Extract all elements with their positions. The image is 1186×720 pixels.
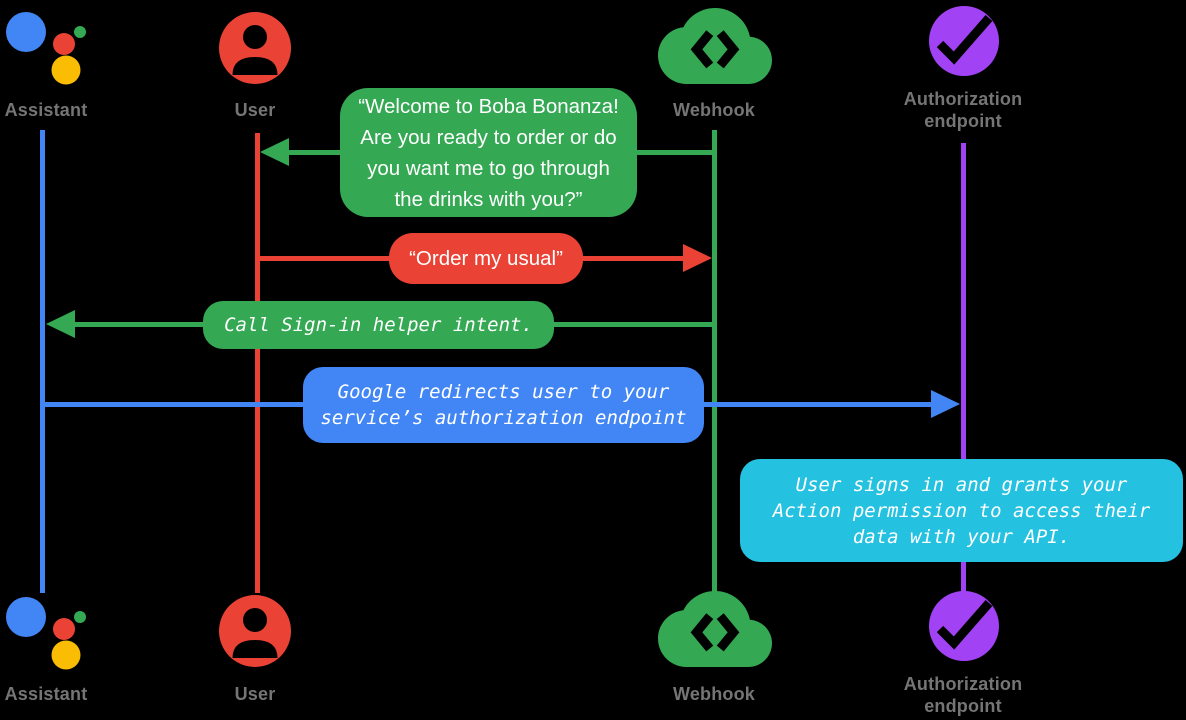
google-assistant-logo-icon <box>6 12 86 85</box>
message-line: you want me to go through <box>367 156 610 180</box>
message-line: service’s authorization endpoint <box>320 407 687 429</box>
grant-note-box: User signs in and grants your Action per… <box>740 459 1183 562</box>
check-circle-icon <box>929 6 999 76</box>
assistant-lifeline <box>40 130 45 593</box>
message-line: the drinks with you?” <box>394 187 583 211</box>
sign-in-message-box: Call Sign-in helper intent. <box>203 301 554 349</box>
actor-label-authorization-bottom: Authorization endpoint <box>903 674 1023 716</box>
actor-label-assistant-bottom: Assistant <box>4 684 88 704</box>
message-line: Call Sign-in helper intent. <box>224 314 533 336</box>
user-lifeline <box>255 133 260 593</box>
webhook-lifeline <box>712 130 717 593</box>
redirect-arrowhead-icon <box>931 390 960 418</box>
authorization-lifeline <box>961 143 966 593</box>
google-assistant-logo-icon <box>6 597 86 670</box>
message-line: “Order my usual” <box>409 247 563 270</box>
message-line: Action permission to access their <box>772 499 1151 522</box>
cloud-code-icon <box>658 8 772 84</box>
redirect-message-box: Google redirects user to your service’s … <box>303 367 704 443</box>
message-line: data with your API. <box>852 525 1071 548</box>
person-circle-icon <box>219 12 291 84</box>
message-line: Are you ready to order or do <box>360 125 617 149</box>
cloud-code-icon <box>658 591 772 667</box>
order-message-box: “Order my usual” <box>389 233 583 284</box>
message-line: User signs in and grants your <box>795 473 1128 496</box>
welcome-arrowhead-icon <box>260 138 289 166</box>
message-line: Google redirects user to your <box>337 381 670 403</box>
order-arrowhead-icon <box>683 244 712 272</box>
person-circle-icon <box>219 595 291 667</box>
actor-label-user-bottom: User <box>234 684 276 704</box>
actor-label-authorization-top: Authorization endpoint <box>903 89 1023 131</box>
message-line: “Welcome to Boba Bonanza! <box>358 94 619 118</box>
welcome-message-box: “Welcome to Boba Bonanza! Are you ready … <box>340 88 637 217</box>
sign-in-arrowhead-icon <box>46 310 75 338</box>
actor-label-user-top: User <box>234 100 276 120</box>
actor-label-assistant-top: Assistant <box>4 100 88 120</box>
actor-label-webhook-top: Webhook <box>672 100 756 120</box>
check-circle-icon <box>929 591 999 661</box>
actor-label-webhook-bottom: Webhook <box>672 684 756 704</box>
